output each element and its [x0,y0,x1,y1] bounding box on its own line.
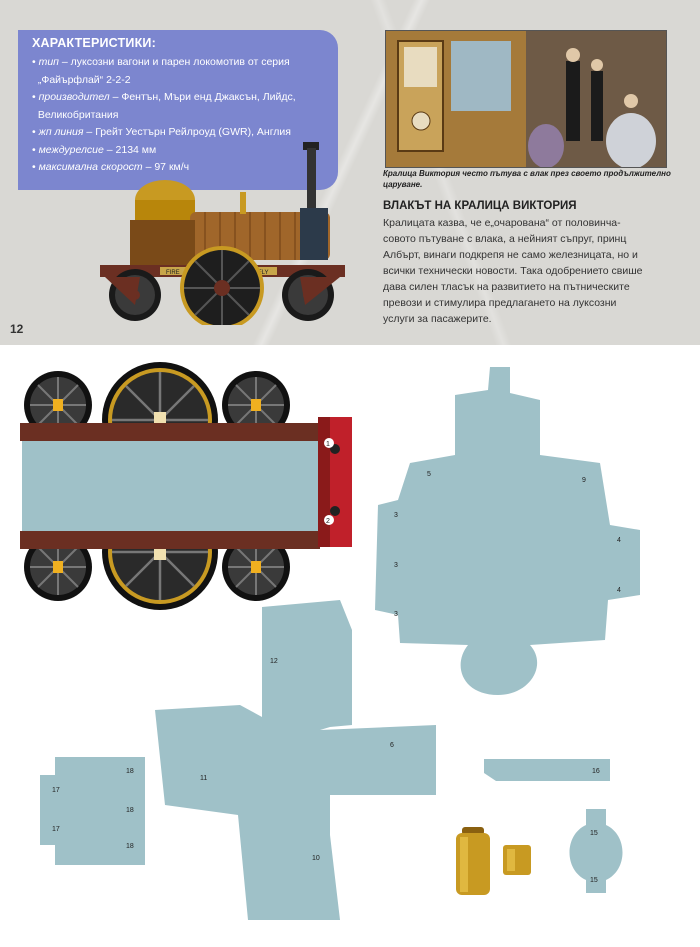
article-line: услуги за пасажерите. [383,313,492,325]
tab-number: 3 [394,562,398,569]
article-body: Кралицата казва, че е„очарована“ от поло… [383,215,683,327]
tab-number: 9 [582,477,586,484]
spec-line: • производител – Фентън, Мъри енд Джаксъ… [32,91,296,103]
queen-victoria-illustration [385,30,667,168]
tab-number: 4 [617,587,621,594]
cabin-template: 12 6 11 10 [155,600,436,920]
spec-line: • междурелсие – 2134 мм [32,143,157,156]
tab-number: 3 [394,611,398,618]
article-line: дава силен тласък на развитието на пътни… [383,281,630,293]
tab-number: 6 [390,742,394,749]
spec-line: Великобритания [37,108,119,121]
tab-number: 12 [270,658,278,665]
article-title: ВЛАКЪТ НА КРАЛИЦА ВИКТОРИЯ [383,200,577,212]
tab-number: 15 [590,830,598,837]
spec-line: • тип – луксозни вагони и парен локомоти… [32,56,290,68]
spec-line: „Файърфлай“ 2-2-2 [37,73,131,86]
specs-panel: ХАРАКТЕРИСТИКИ: • тип – луксозни вагони … [18,30,338,190]
tab-number: 11 [200,775,207,782]
locomotive-illustration: FIRE FLY [100,142,345,325]
body-template: 5 9 3 3 3 4 4 [375,367,640,695]
tab-number: 2 [326,518,330,525]
article-line: Кралицата казва, че е„очарована“ от поло… [383,217,621,229]
tab-number: 17 [52,787,60,794]
article-line: Албърт, винаги подкрепя не само железниц… [383,249,638,261]
chassis-piece: 1 2 [20,360,352,612]
tab-number: 1 [326,441,330,448]
tab-number: 10 [312,855,320,862]
loco-label-fire: FIRE [166,270,180,276]
spec-line: • максимална скорост – 97 км/ч [32,161,190,173]
spec-line: • жп линия – Грейт Уестърн Рейлроуд (GWR… [32,126,291,138]
photo-caption: Кралица Виктория често пътува с влак пре… [383,169,671,189]
strip-template: 16 [484,759,610,781]
tab-number: 15 [590,877,598,884]
tab-number: 16 [592,768,600,775]
article-line: всички технически новости. Така одобрени… [383,265,643,277]
tab-number: 5 [427,471,431,478]
tab-number: 3 [394,512,398,519]
loco-wheel [180,246,264,325]
specs-heading: ХАРАКТЕРИСТИКИ: [32,36,156,50]
article-line: превози и стимулира предлагането на лукс… [383,297,617,309]
round-template: 15 15 [569,809,623,893]
cutout-sheet: 1 2 5 9 3 3 3 4 4 12 6 11 10 17 17 18 18… [20,360,640,920]
page-number: 12 [10,322,24,336]
tab-number: 17 [52,826,60,833]
book-page: ХАРАКТЕРИСТИКИ: • тип – луксозни вагони … [0,0,700,345]
dome-piece [456,827,490,895]
tab-number: 18 [126,807,134,814]
tab-number: 18 [126,843,134,850]
tab-number: 4 [617,537,621,544]
tab-number: 18 [126,768,134,775]
safety-valve-piece [503,845,531,875]
article-line: совото пътуване с влака, а нейният съпру… [383,233,627,245]
side-template: 17 17 18 18 18 [40,757,145,865]
loco-label-fly: FLY [258,270,269,276]
